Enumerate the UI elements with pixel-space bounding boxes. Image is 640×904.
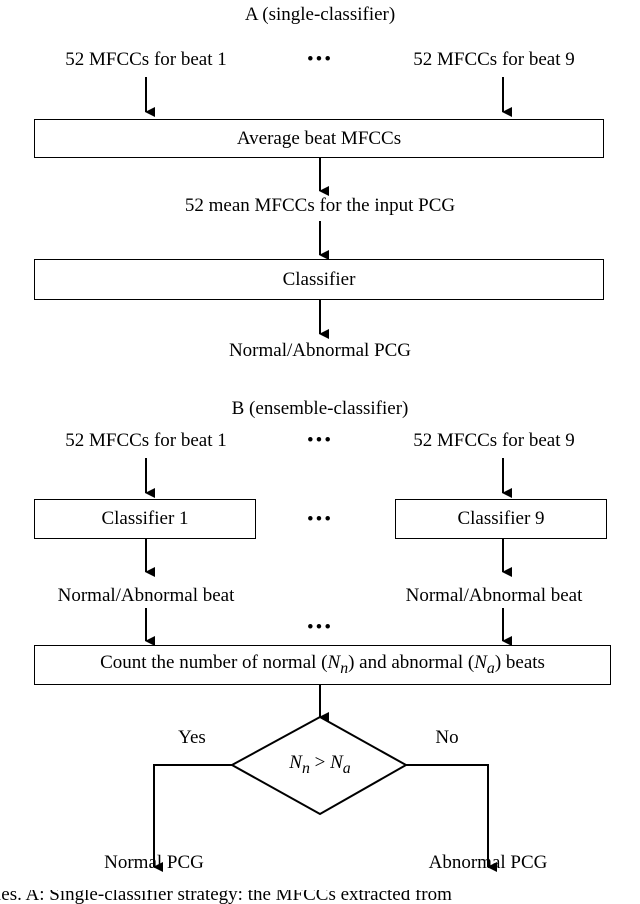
na-subscript: a xyxy=(486,659,495,677)
nn-subscript: n xyxy=(340,659,349,677)
count-text-1: Count the number of normal ( xyxy=(100,652,328,674)
classifier-1-label: Classifier 1 xyxy=(101,508,189,529)
section-b-title: B (ensemble-classifier) xyxy=(231,398,409,419)
b-output-abnormal: Abnormal PCG xyxy=(428,852,548,873)
nn-symbol: Nn xyxy=(327,652,349,677)
caption-fragment-text: ies. A: Single-classifier strategy: the … xyxy=(0,890,452,904)
nn-letter: N xyxy=(327,652,341,674)
yes-label: Yes xyxy=(178,727,206,748)
beat-out-right: Normal/Abnormal beat xyxy=(405,585,583,606)
na-letter: N xyxy=(474,652,487,674)
decision-diamond xyxy=(229,715,409,816)
decision-rhs: N xyxy=(330,752,343,773)
classifier-box-label: Classifier xyxy=(282,268,356,290)
beat-out-left: Normal/Abnormal beat xyxy=(57,585,235,606)
classifier-9-label: Classifier 9 xyxy=(457,508,545,529)
mean-mfccs-label: 52 mean MFCCs for the input PCG xyxy=(184,195,456,216)
b-input-beat9: 52 MFCCs for beat 9 xyxy=(413,430,575,451)
decision-lhs-sub: n xyxy=(301,759,310,777)
classifier-9-box: Classifier 9 xyxy=(395,499,607,539)
classifier-box: Classifier xyxy=(34,259,604,300)
count-text-3: ) beats xyxy=(494,652,545,674)
section-a-title: A (single-classifier) xyxy=(244,4,396,25)
decision-rhs-sub: a xyxy=(342,759,351,777)
decision-lhs: N xyxy=(289,752,302,773)
a-ellipsis: ••• xyxy=(307,49,333,70)
caption-fragment: ies. A: Single-classifier strategy: the … xyxy=(0,890,640,904)
no-label: No xyxy=(435,727,459,748)
decision-condition: Nn > Na xyxy=(289,752,350,780)
b-ellipsis-top: ••• xyxy=(307,430,333,451)
b-input-beat1: 52 MFCCs for beat 1 xyxy=(65,430,227,451)
na-symbol: Na xyxy=(474,652,495,677)
decision-operator: > xyxy=(314,752,326,773)
count-text-2: ) and abnormal ( xyxy=(348,652,475,674)
arrow-b-no xyxy=(406,764,497,872)
count-box: Count the number of normal (Nn) and abno… xyxy=(34,645,611,685)
classifier-1-box: Classifier 1 xyxy=(34,499,256,539)
arrow-b-yes xyxy=(153,764,232,872)
a-input-beat1: 52 MFCCs for beat 1 xyxy=(65,49,227,70)
a-input-beat9: 52 MFCCs for beat 9 xyxy=(413,49,575,70)
b-ellipsis-mid: ••• xyxy=(307,509,333,530)
average-box-label: Average beat MFCCs xyxy=(236,127,402,149)
b-output-normal: Normal PCG xyxy=(104,852,204,873)
a-output: Normal/Abnormal PCG xyxy=(228,340,412,361)
average-box: Average beat MFCCs xyxy=(34,119,604,158)
count-box-label: Count the number of normal (Nn) and abno… xyxy=(100,652,545,678)
b-ellipsis-low: ••• xyxy=(307,617,333,638)
